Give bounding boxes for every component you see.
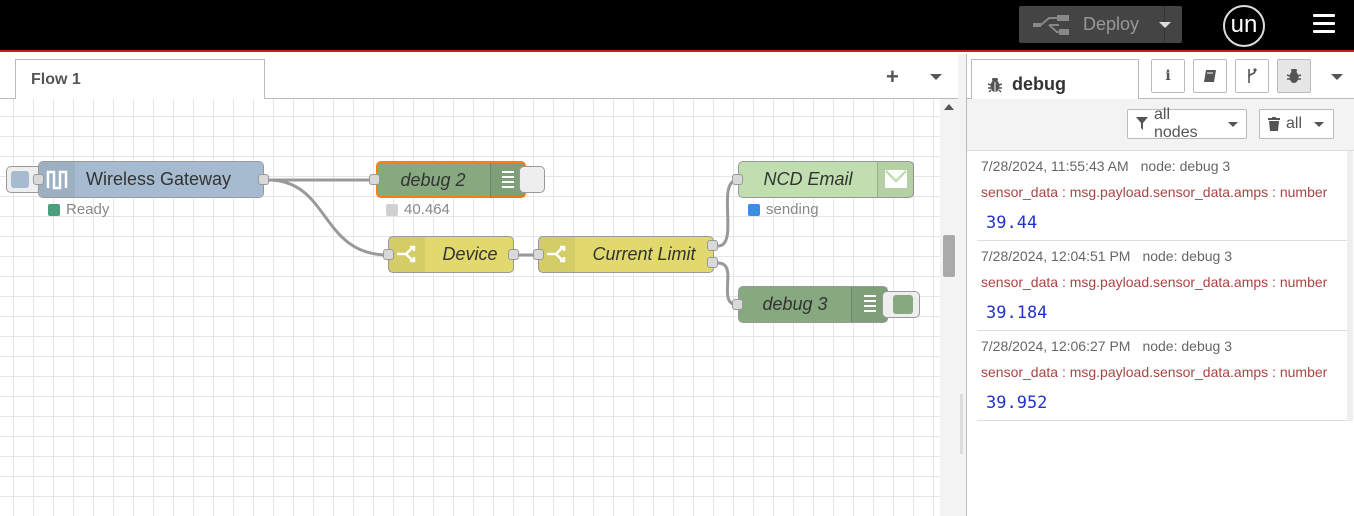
wire-gateway-device xyxy=(267,178,389,257)
node-label: Current Limit xyxy=(592,244,696,264)
scrollbar-thumb[interactable] xyxy=(943,235,955,277)
debug-message[interactable]: 7/28/2024, 11:55:43 AM node: debug 3 sens… xyxy=(977,151,1349,241)
debug-3-toggle-button[interactable] xyxy=(882,291,920,318)
chevron-down-icon xyxy=(1314,121,1325,127)
wire-currentlimit-email xyxy=(717,178,739,248)
deploy-flow-icon xyxy=(1033,14,1069,35)
tab-flow-1[interactable]: Flow 1 xyxy=(15,59,265,100)
info-icon: i xyxy=(1165,68,1171,84)
sidebar-menu-caret-icon[interactable] xyxy=(1331,74,1343,80)
scroll-up-icon[interactable] xyxy=(944,104,954,110)
message-path[interactable]: sensor_data : msg.payload.sensor_data.am… xyxy=(981,364,1328,380)
debug-2-toggle-button[interactable] xyxy=(519,166,545,193)
sidebar-tab-bar: debug i xyxy=(967,54,1354,100)
input-port[interactable] xyxy=(732,299,743,310)
node-current-limit[interactable]: Current Limit xyxy=(538,236,714,273)
node-device[interactable]: Device xyxy=(388,236,514,273)
node-wireless-gateway[interactable]: Wireless Gateway xyxy=(38,161,264,198)
filter-label: all nodes xyxy=(1154,106,1198,141)
input-port[interactable] xyxy=(383,249,394,260)
book-icon xyxy=(1204,70,1216,82)
status-dot-icon xyxy=(748,203,760,216)
message-value: 39.952 xyxy=(986,393,1048,413)
clear-label: all xyxy=(1286,115,1303,132)
main-menu-icon[interactable] xyxy=(1313,14,1335,34)
context-button[interactable] xyxy=(1235,59,1269,93)
message-node[interactable]: node: debug 3 xyxy=(1140,158,1231,174)
node-label: Wireless Gateway xyxy=(86,169,232,189)
output-port-2[interactable] xyxy=(707,257,718,268)
message-node[interactable]: node: debug 3 xyxy=(1142,338,1232,354)
debug-button[interactable] xyxy=(1277,59,1311,93)
node-debug-3[interactable]: debug 3 xyxy=(738,286,888,323)
output-port[interactable] xyxy=(258,174,269,185)
deploy-button[interactable]: Deploy xyxy=(1019,6,1182,43)
sidebar-separator[interactable] xyxy=(958,54,966,516)
message-time: 7/28/2024, 11:55:43 AM xyxy=(981,158,1129,174)
wireless-gateway-body xyxy=(39,162,263,197)
gateway-icon xyxy=(39,162,75,197)
message-path[interactable]: sensor_data : msg.payload.sensor_data.am… xyxy=(981,274,1328,290)
status-badge: 40.464 xyxy=(386,201,450,218)
message-node[interactable]: node: debug 3 xyxy=(1142,248,1232,264)
output-port[interactable] xyxy=(508,249,519,260)
tab-debug[interactable]: debug xyxy=(971,59,1139,100)
input-port[interactable] xyxy=(732,174,743,185)
workspace: Flow 1 + Wireless Gateway Ready xyxy=(0,54,958,516)
sidebar: debug i all nodes all xyxy=(966,54,1354,516)
debug-toolbar: all nodes all xyxy=(967,99,1354,151)
messages-scrollbar[interactable] xyxy=(1347,151,1353,421)
bug-icon xyxy=(987,77,1003,93)
canvas-scrollbar[interactable] xyxy=(940,99,958,516)
filter-icon xyxy=(1136,117,1148,130)
filter-nodes-button[interactable]: all nodes xyxy=(1127,106,1247,141)
node-label: debug 3 xyxy=(762,294,828,314)
message-value: 39.44 xyxy=(986,213,1038,233)
status-dot-icon xyxy=(48,203,60,216)
node-label: debug 2 xyxy=(400,170,466,190)
switch-icon xyxy=(389,237,425,272)
input-port[interactable] xyxy=(533,249,544,260)
debug-list-icon xyxy=(851,287,888,322)
clear-messages-button[interactable]: all xyxy=(1259,109,1334,139)
status-badge: sending xyxy=(748,201,819,218)
header-bar: Deploy un xyxy=(0,0,1354,52)
flow-canvas[interactable]: Wireless Gateway Ready debug 2 40.464 xyxy=(0,99,940,516)
debug-message[interactable]: 7/28/2024, 12:04:51 PM node: debug 3 sens… xyxy=(977,241,1349,331)
add-flow-icon[interactable]: + xyxy=(886,64,899,89)
tab-debug-label: debug xyxy=(1012,74,1066,94)
switch-icon xyxy=(539,237,575,272)
help-button[interactable] xyxy=(1193,59,1227,93)
flow-list-caret-icon[interactable] xyxy=(930,74,942,80)
message-value: 39.184 xyxy=(986,303,1048,323)
deploy-label: Deploy xyxy=(1083,14,1140,34)
node-label: Device xyxy=(442,244,498,264)
output-port-1[interactable] xyxy=(707,240,718,251)
bug-icon xyxy=(1286,69,1302,83)
node-ncd-email[interactable]: NCD Email xyxy=(738,161,914,198)
status-dot-icon xyxy=(386,203,398,216)
node-debug-2[interactable]: debug 2 xyxy=(376,161,526,198)
input-port[interactable] xyxy=(369,174,380,185)
message-time: 7/28/2024, 12:06:27 PM xyxy=(981,338,1131,354)
chevron-down-icon xyxy=(1228,121,1238,127)
branch-icon xyxy=(1248,68,1257,83)
message-time: 7/28/2024, 12:04:51 PM xyxy=(981,248,1131,264)
info-button[interactable]: i xyxy=(1151,59,1185,93)
debug-message[interactable]: 7/28/2024, 12:06:27 PM node: debug 3 sens… xyxy=(977,331,1349,421)
message-path[interactable]: sensor_data : msg.payload.sensor_data.am… xyxy=(981,184,1328,200)
user-avatar[interactable]: un xyxy=(1223,5,1265,47)
input-port[interactable] xyxy=(33,174,44,185)
trash-icon xyxy=(1268,117,1280,131)
envelope-icon xyxy=(877,162,914,197)
status-badge: Ready xyxy=(48,201,109,218)
node-label: NCD Email xyxy=(763,169,853,189)
deploy-menu-caret-icon[interactable] xyxy=(1159,22,1171,28)
flow-tab-bar: Flow 1 + xyxy=(0,54,958,100)
